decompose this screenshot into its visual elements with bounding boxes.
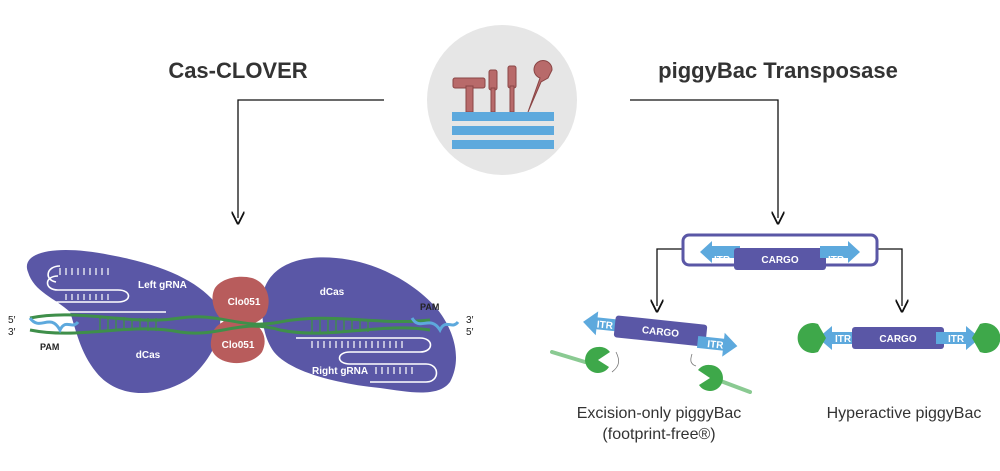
cas-clover-complex: Left gRNA Right gRNA dCas dCas Clo051 Cl… [8,250,474,394]
hyper-cargo-label: CARGO [879,334,916,345]
itr-right-label: ITR [828,255,845,266]
excision-cargo-label: CARGO [641,325,679,340]
excision-caption-line1: Excision-only piggyBac [577,405,742,422]
end-left-bottom: 3′ [8,327,16,338]
excision-only-piggybac: ITR CARGO ITR Excision-only piggyBac (fo… [550,311,752,443]
end-right-bottom: 5′ [466,327,474,338]
left-connector-arrow [238,99,384,218]
piggybac-title: piggyBac Transposase [658,58,898,83]
end-right-top: 3′ [466,315,474,326]
transposase-right-icon [716,378,752,394]
left-grna-label: Left gRNA [138,280,187,291]
connector-arrows [238,99,902,306]
itr-right-arrow [820,241,860,263]
hyper-itr-left-label: ITR [835,334,852,345]
excision-cargo-box [613,315,708,347]
right-connector-arrow [630,99,778,218]
hyperactive-caption: Hyperactive piggyBac [827,405,982,422]
toolbox-icon [427,25,577,175]
excision-itr-right-label: ITR [707,339,725,352]
right-grna [296,337,438,383]
dna-strand-top [29,313,431,326]
end-left-top: 5′ [8,315,16,326]
hyper-cargo-box [852,327,944,349]
dna-helix-right [410,317,460,334]
dna-strand-bottom [29,324,431,335]
clo051-top [212,276,269,327]
cargo-box [734,248,826,270]
transposon-plasmid: ITR CARGO ITR [681,233,879,270]
hyper-itr-right-arrow [936,326,980,350]
hyperactive-connector-arrow [877,248,902,306]
excision-itr-left-label: ITR [596,319,614,332]
hyper-transposase-right-icon [972,323,1000,353]
transposase-left-icon [550,350,587,364]
clo051-top-label: Clo051 [228,297,261,308]
hyperactive-piggybac: ITR CARGO ITR Hyperactive piggyBac [797,322,1000,422]
itr-left-arrow [700,241,740,263]
pam-right-label: PAM [420,302,439,312]
right-grna-label: Right gRNA [312,366,368,377]
pam-left-label: PAM [40,342,59,352]
dcas-label-left: dCas [136,350,161,361]
hyper-itr-right-label: ITR [948,334,965,345]
cas-clover-title: Cas-CLOVER [168,58,307,83]
dna-helix-left [28,316,80,334]
dcas-label-right: dCas [320,287,345,298]
excision-itr-left-arrow [583,311,624,336]
itr-left-label: ITR [714,255,731,266]
excision-itr-right-arrow [696,332,738,357]
excision-connector-arrow [657,248,683,306]
cargo-label: CARGO [761,255,798,266]
right-dcas-protein [262,257,457,393]
left-grna [46,265,166,313]
excision-caption-line2: (footprint-free®) [602,426,715,443]
hyper-itr-left-arrow [818,326,862,350]
clo051-bottom-label: Clo051 [222,340,255,351]
